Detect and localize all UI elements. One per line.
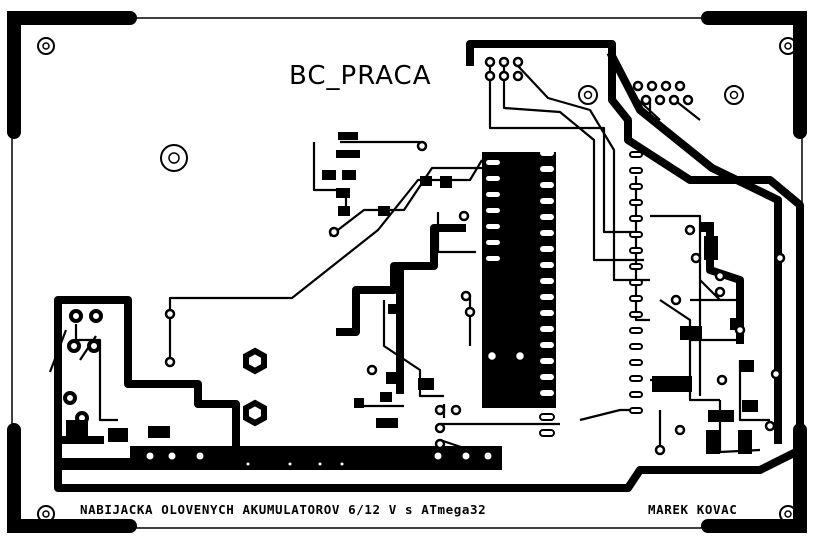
hex-pad-icon bbox=[243, 399, 267, 427]
footer-author: MAREK KOVAC bbox=[648, 502, 737, 517]
mounting-hole-icon bbox=[724, 85, 744, 105]
mounting-hole-icon bbox=[37, 505, 55, 523]
mcu-pins-left bbox=[486, 160, 500, 261]
pad-column-right bbox=[629, 151, 643, 414]
bus-pads bbox=[146, 452, 492, 466]
smd-components bbox=[66, 132, 758, 454]
hex-pad-icon bbox=[243, 347, 267, 375]
pad-icon bbox=[67, 339, 81, 353]
ground-bus-left bbox=[58, 458, 138, 470]
pad-icon bbox=[87, 339, 101, 353]
hex-pads bbox=[243, 347, 267, 427]
mounting-hole-icon bbox=[779, 505, 797, 523]
pad-icon bbox=[69, 309, 83, 323]
vias bbox=[164, 140, 786, 456]
mounting-hole-icon bbox=[37, 37, 55, 55]
pad-icon bbox=[89, 309, 103, 323]
board-title: BC_PRACA bbox=[289, 61, 432, 91]
mcu-pins-right bbox=[540, 150, 554, 396]
mcu-pins-below bbox=[539, 413, 555, 437]
ground-bus bbox=[130, 446, 502, 470]
header-pads-top bbox=[484, 56, 694, 106]
mounting-hole-icon bbox=[578, 85, 598, 105]
footer-description: NABIJACKA OLOVENYCH AKUMULATOROV 6/12 V … bbox=[80, 502, 486, 517]
connector-pads-left bbox=[63, 309, 103, 425]
corner-brackets bbox=[7, 11, 807, 533]
mounting-hole-icon bbox=[779, 37, 797, 55]
mounting-holes bbox=[37, 37, 797, 523]
pad-icon bbox=[63, 391, 77, 405]
mounting-hole-icon bbox=[160, 144, 188, 172]
